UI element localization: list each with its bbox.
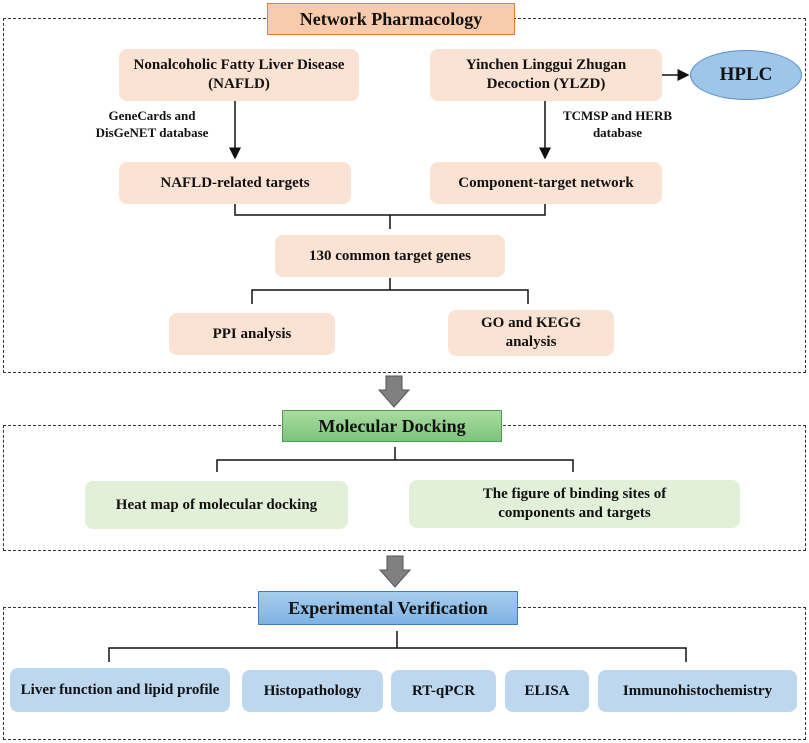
go-kegg-box: GO and KEGG analysis xyxy=(448,310,614,356)
experimental-verification-title: Experimental Verification xyxy=(258,591,518,625)
histopathology-box: Histopathology xyxy=(242,670,383,712)
heat-map-box: Heat map of molecular docking xyxy=(85,481,348,529)
hplc-node: HPLC xyxy=(690,50,802,100)
ylzd-box: Yinchen Linggui Zhugan Decoction (YLZD) xyxy=(430,49,662,101)
bracket-docking xyxy=(216,447,574,472)
nafld-targets-box: NAFLD-related targets xyxy=(119,162,351,204)
ppi-box: PPI analysis xyxy=(169,313,335,355)
nafld-box: Nonalcoholic Fatty Liver Disease (NAFLD) xyxy=(119,49,359,101)
down-arrow-1 xyxy=(377,375,411,408)
component-network-box: Component-target network xyxy=(430,162,662,204)
immunohistochemistry-box: Immunohistochemistry xyxy=(598,670,797,712)
db-left-label: GeneCards and DisGeNET database xyxy=(95,108,209,140)
rt-qpcr-box: RT-qPCR xyxy=(391,670,496,712)
db-right-label: TCMSP and HERB database xyxy=(562,108,673,140)
network-pharmacology-title: Network Pharmacology xyxy=(267,3,515,35)
molecular-docking-title: Molecular Docking xyxy=(282,410,502,442)
bracket-experimental xyxy=(108,631,687,662)
elisa-box: ELISA xyxy=(505,670,589,712)
liver-function-box: Liver function and lipid profile xyxy=(10,668,230,712)
bracket-merge-targets xyxy=(234,204,546,229)
binding-sites-box: The figure of binding sites of component… xyxy=(409,480,740,528)
common-genes-box: 130 common target genes xyxy=(275,235,505,277)
bracket-split-analysis xyxy=(251,278,529,304)
down-arrow-2 xyxy=(378,555,412,588)
